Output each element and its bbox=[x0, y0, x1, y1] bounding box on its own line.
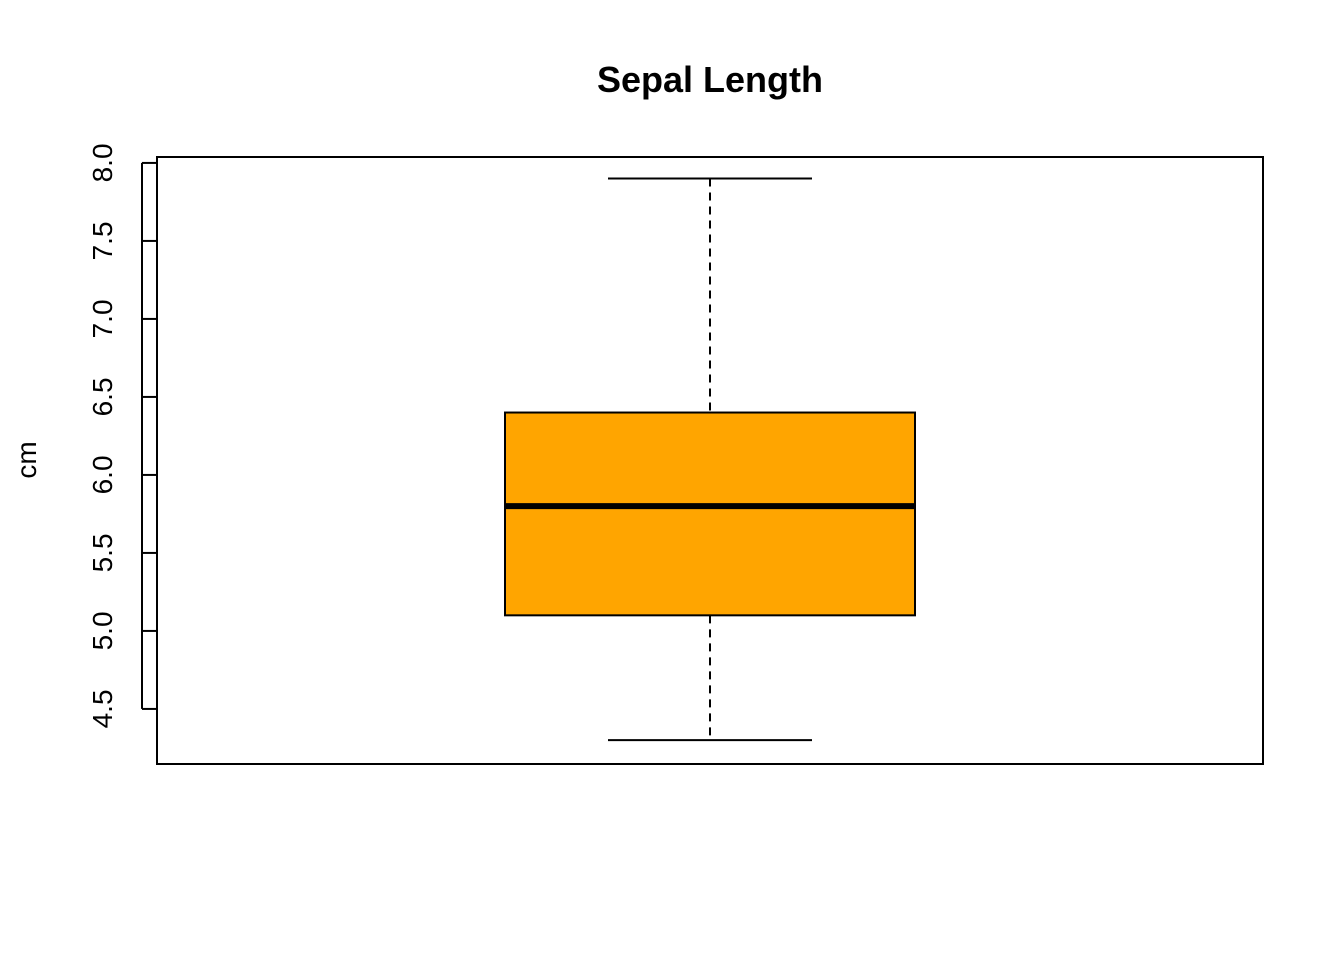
plot-frame bbox=[156, 156, 1264, 765]
iqr-box bbox=[504, 411, 916, 617]
y-tick-label: 6.0 bbox=[87, 455, 118, 494]
y-axis-label: cm bbox=[11, 441, 42, 478]
y-tick-label: 6.5 bbox=[87, 377, 118, 416]
y-tick-label: 5.0 bbox=[87, 611, 118, 650]
y-tick-label: 7.0 bbox=[87, 299, 118, 338]
box-group bbox=[504, 177, 916, 742]
y-axis: 4.5 5.0 5.5 6.0 6.5 7.0 7.5 8.0 bbox=[87, 143, 157, 728]
y-tick-label: 5.5 bbox=[87, 533, 118, 572]
y-tick-label: 8.0 bbox=[87, 143, 118, 182]
chart-title: Sepal Length bbox=[597, 59, 823, 100]
y-tick-label: 7.5 bbox=[87, 221, 118, 260]
y-tick-label: 4.5 bbox=[87, 689, 118, 728]
